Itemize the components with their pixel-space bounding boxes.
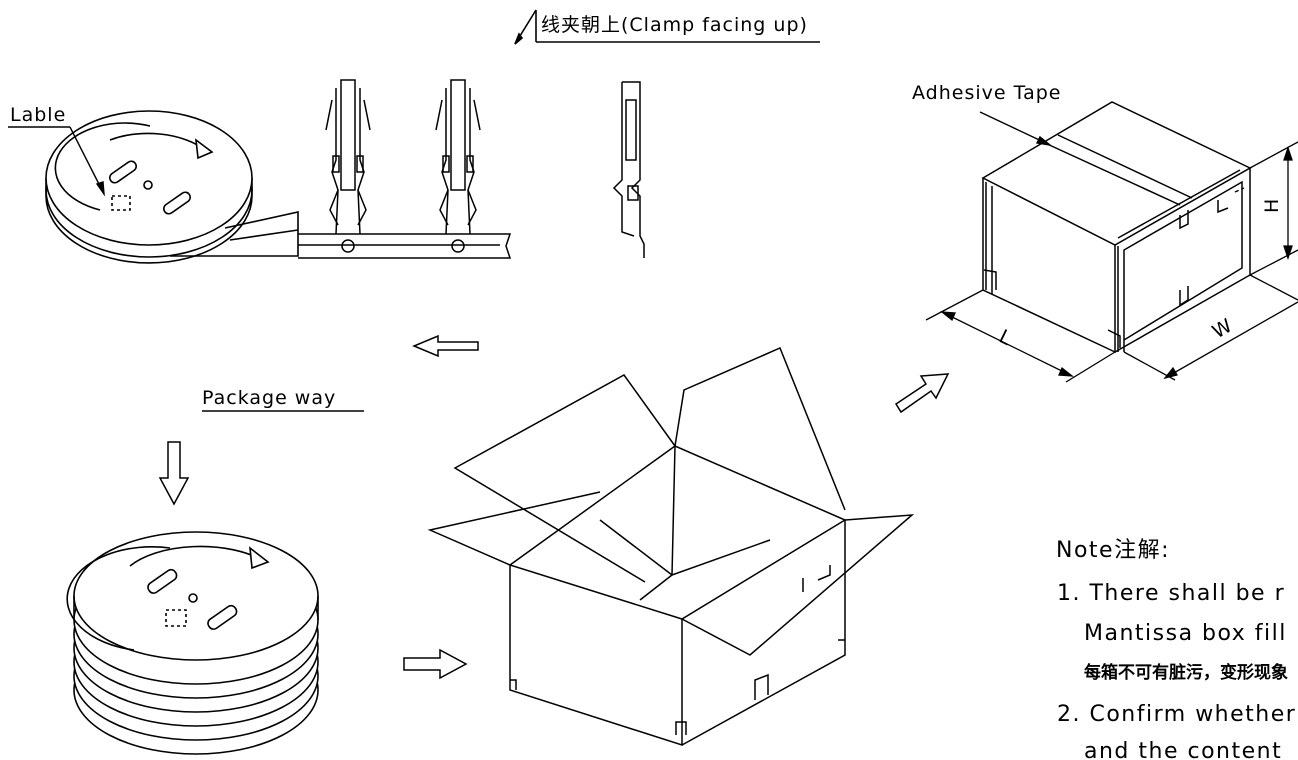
reel-top-left [45,110,299,264]
adhesive-tape-label: Adhesive Tape [912,82,1061,104]
clamp-facing-up-callout [514,9,820,45]
open-box [427,347,915,747]
note-line-2: Mantissa box fill [1084,621,1287,646]
note-title: Note注解: [1056,538,1170,563]
dimension-l [925,289,1116,383]
note-line-3: 每箱不可有脏污，变形现象 [1084,662,1288,683]
clamp-facing-up-label: 线夹朝上(Clamp facing up) [541,14,808,36]
dimension-w [1123,274,1298,381]
lable-label: Lable [10,104,66,126]
arrow-left-icon [412,334,479,358]
sealed-box [981,101,1252,354]
dimension-h [1249,141,1298,276]
note-line-4: 2. Confirm whether [1057,702,1296,727]
package-way-label: Package way [202,387,336,409]
arrow-up-right-icon [894,373,950,414]
note-line-5: and the content [1084,739,1282,760]
arrow-down-icon [158,441,190,506]
terminal-strip [298,79,645,259]
arrow-right-icon [403,648,468,680]
adhesive-tape-leader [979,111,1053,147]
reel-stack [66,531,319,755]
note-line-1: 1. There shall be r [1057,581,1285,606]
dimension-h-label: H [1261,198,1283,213]
lable-leader [8,126,105,197]
